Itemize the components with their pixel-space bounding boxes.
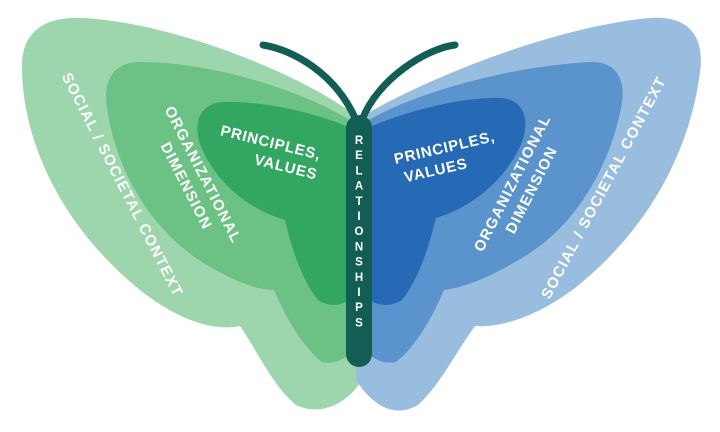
body-label-letter: L bbox=[355, 165, 362, 177]
body-label-letter: P bbox=[355, 302, 363, 314]
body-label-letter: H bbox=[355, 272, 363, 284]
body-label-letter: I bbox=[357, 211, 360, 223]
body-label-letter: O bbox=[355, 226, 364, 238]
body-label-letter: R bbox=[355, 135, 364, 147]
left-antenna bbox=[259, 41, 360, 124]
body-label-letter: I bbox=[357, 287, 360, 299]
body-label-letter: N bbox=[355, 241, 363, 253]
right-antenna bbox=[358, 41, 459, 124]
body-label-letter: T bbox=[355, 196, 362, 208]
butterfly-body bbox=[346, 115, 372, 367]
body-label-letter: A bbox=[355, 181, 363, 193]
left-wing-inner-layer bbox=[197, 101, 362, 305]
body-label-letter: S bbox=[355, 257, 363, 269]
left-wing bbox=[22, 17, 362, 410]
right-wing-inner-layer bbox=[356, 97, 526, 305]
right-wing bbox=[356, 17, 701, 411]
body-label-letter: E bbox=[355, 150, 363, 162]
body-label-letter: S bbox=[355, 317, 363, 329]
antennae bbox=[259, 41, 459, 124]
